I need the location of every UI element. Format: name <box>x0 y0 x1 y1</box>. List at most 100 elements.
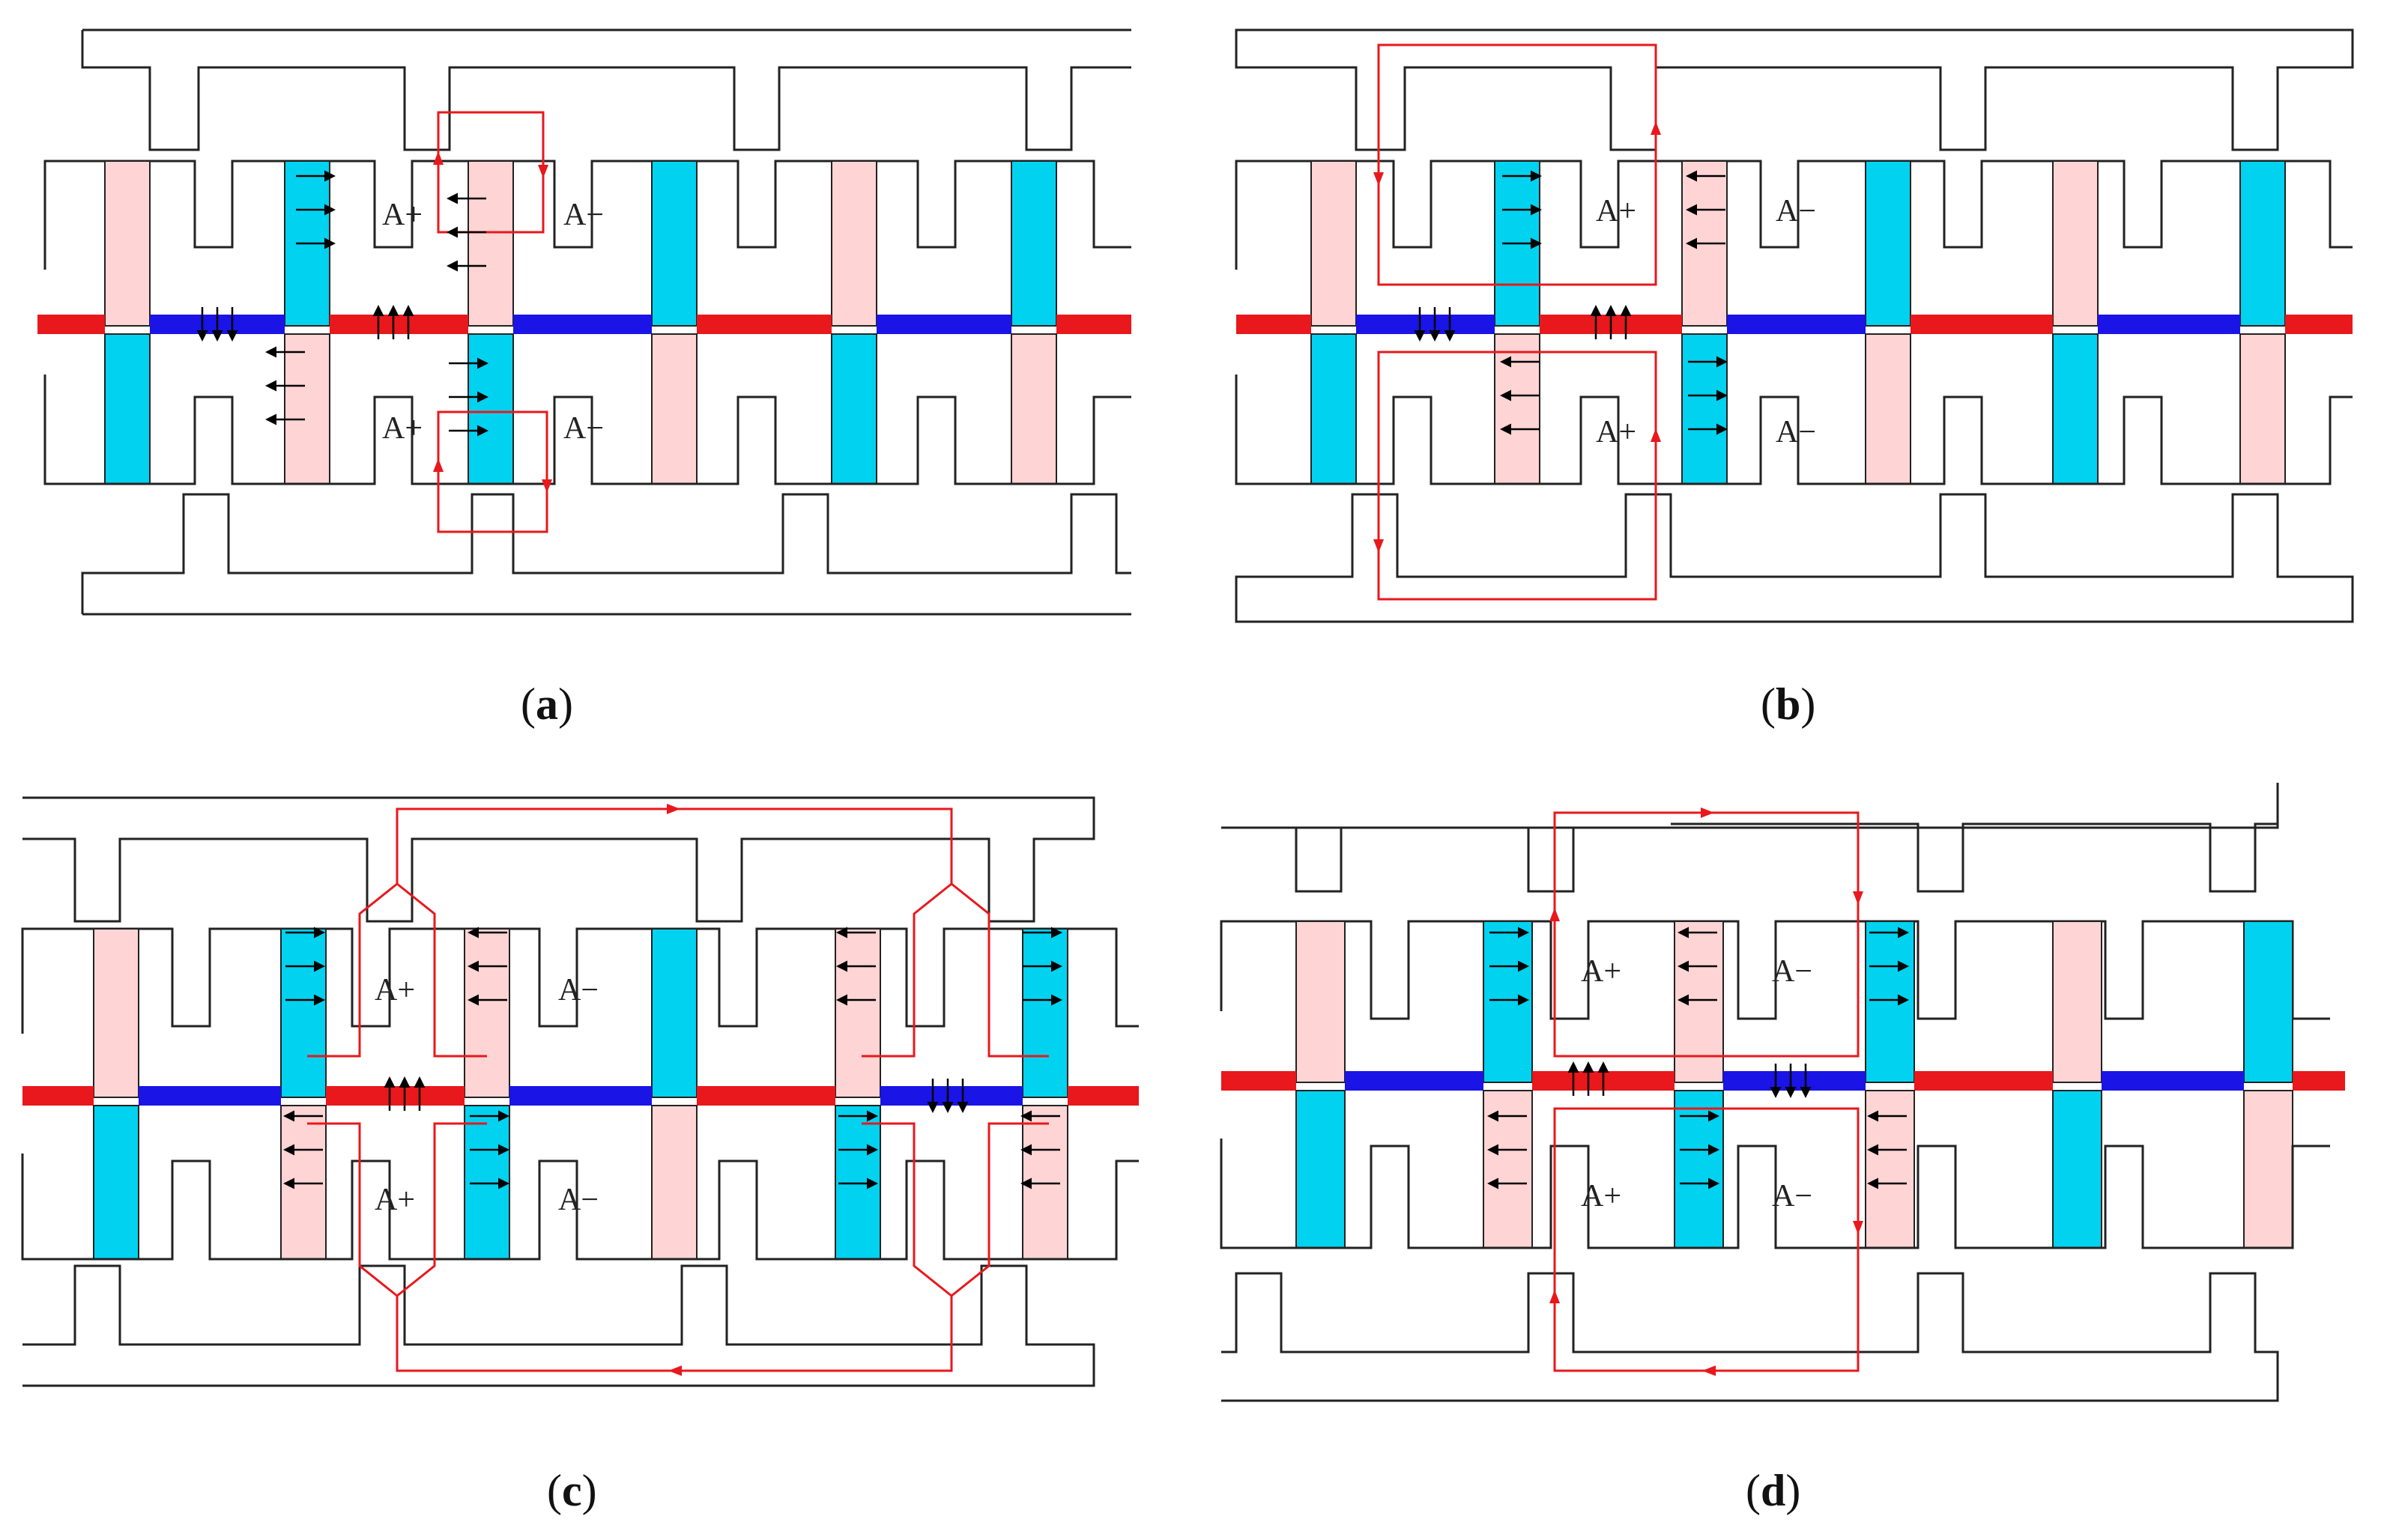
mover-blue <box>139 1086 281 1106</box>
mover-red <box>22 1086 94 1106</box>
coil-label: A− <box>558 1183 599 1217</box>
coil-label: A+ <box>1581 1179 1621 1213</box>
magnet-cyan <box>831 333 877 485</box>
magnet-pink <box>1022 1105 1068 1260</box>
magnet-pink <box>468 160 514 327</box>
mover-blue <box>1345 1071 1483 1091</box>
magnet-cyan <box>1674 1090 1724 1249</box>
magnet-cyan <box>1681 333 1728 485</box>
flux-arrowhead-icon <box>538 165 548 178</box>
magnet-pink <box>464 928 510 1098</box>
flux-arrowhead-icon <box>1373 539 1384 553</box>
magnet-pink <box>2243 1090 2293 1249</box>
magnet-cyan <box>464 1105 510 1260</box>
magnet-pink <box>831 160 877 327</box>
magnet-pink <box>835 928 881 1098</box>
mover-red <box>330 315 468 334</box>
flux-loop <box>1377 43 1657 286</box>
flux-arrowhead-icon <box>1651 428 1661 442</box>
flux-loop <box>1553 811 1860 1058</box>
flux-arrowhead-icon <box>1549 1290 1560 1303</box>
mover-red <box>1056 315 1131 334</box>
flux-arrowhead-icon <box>433 151 444 165</box>
inner-stator-top <box>1235 160 2353 270</box>
flux-arrowhead-icon <box>1702 1365 1716 1376</box>
magnet-cyan <box>1295 1090 1346 1249</box>
mover-blue <box>2098 315 2240 334</box>
magnet-pink <box>280 1105 327 1260</box>
magnet-pink <box>1310 160 1357 327</box>
magnet-cyan <box>1865 160 1911 327</box>
magnet-cyan <box>1022 928 1068 1098</box>
mover-blue <box>1727 315 1866 334</box>
flux-arrowhead-icon <box>667 804 680 814</box>
magnet-cyan <box>651 928 698 1098</box>
magnet-cyan <box>1865 921 1915 1083</box>
inner-stator-bottom <box>21 1154 1139 1261</box>
magnet-cyan <box>2052 1090 2102 1249</box>
magnet-cyan <box>651 160 698 327</box>
mover-red <box>37 315 105 334</box>
mover-blue <box>509 1086 652 1106</box>
magnet-cyan <box>2243 921 2293 1083</box>
mover-blue <box>513 315 652 334</box>
outer-stator-top <box>22 796 1095 923</box>
coil-label: A+ <box>375 973 415 1007</box>
outer-stator-top <box>81 28 1131 151</box>
coil-label: A+ <box>1596 415 1636 449</box>
panel-b: A+ A− A+ A− (b) <box>1235 28 2354 729</box>
magnet-cyan <box>2052 333 2099 485</box>
coil-label: A− <box>563 198 604 232</box>
magnet-cyan <box>280 928 327 1098</box>
coil-label: A− <box>558 973 599 1007</box>
panel-label: (c) <box>547 1466 597 1515</box>
coil-label: A+ <box>382 411 423 446</box>
magnet-pink <box>2052 160 2099 327</box>
magnet-pink <box>1865 333 1911 485</box>
outer-stator-bottom <box>1221 1272 2279 1402</box>
magnetization-arrows <box>196 170 1909 1189</box>
magnet-pink <box>1295 921 1346 1083</box>
outer-stator-bottom <box>81 493 1131 616</box>
outer-stator-top <box>1235 28 2354 151</box>
mover-red <box>2285 315 2353 334</box>
panel-c: A+ A− A+ A− (c) <box>21 796 1139 1515</box>
magnet-cyan <box>93 1105 139 1260</box>
magnet-cyan <box>104 333 151 485</box>
flux-arrowhead-icon <box>542 479 552 493</box>
mover-red <box>326 1086 465 1106</box>
inner-stator-top <box>43 160 1131 270</box>
mover-blue <box>2102 1071 2244 1091</box>
coil-label: A+ <box>382 198 423 232</box>
mover-blue <box>880 1086 1023 1106</box>
magnet-pink <box>1483 1090 1533 1249</box>
flux-arrowhead-icon <box>1853 1221 1863 1234</box>
coil-label: A+ <box>1581 954 1621 989</box>
outer-stator-bottom <box>1235 493 2354 623</box>
magnet-cyan <box>1483 921 1533 1083</box>
flux-arrowhead-icon <box>1651 121 1661 135</box>
mover-blue <box>1356 315 1495 334</box>
flux-arrowhead-icon <box>668 1365 682 1376</box>
coil-label: A− <box>563 411 604 446</box>
coil-label: A− <box>1776 415 1816 449</box>
inner-stator-top <box>1220 920 2330 1020</box>
mover-red <box>697 1086 835 1106</box>
inner-stator-bottom <box>1220 1139 2330 1249</box>
panel-d: A+ A− A+ A− (d) <box>1220 783 2345 1515</box>
inner-stator-bottom <box>1235 375 2353 485</box>
flux-arrowhead-icon <box>1549 908 1560 921</box>
inner-stator-bottom <box>43 375 1131 485</box>
mover-blue <box>877 315 1011 334</box>
panel-label: (b) <box>1761 679 1815 729</box>
mover-red <box>1236 315 1311 334</box>
magnet-pink <box>651 1105 698 1260</box>
mover-red <box>1911 315 2053 334</box>
flux-arrowhead-icon <box>1853 891 1863 905</box>
magnet-cyan <box>1011 160 1057 327</box>
magnet-pink <box>1865 1090 1915 1249</box>
coil-label: A− <box>1772 1179 1812 1213</box>
magnet-pink <box>2052 921 2102 1083</box>
inner-stator-top <box>21 927 1139 1034</box>
mover-red <box>2293 1071 2345 1091</box>
